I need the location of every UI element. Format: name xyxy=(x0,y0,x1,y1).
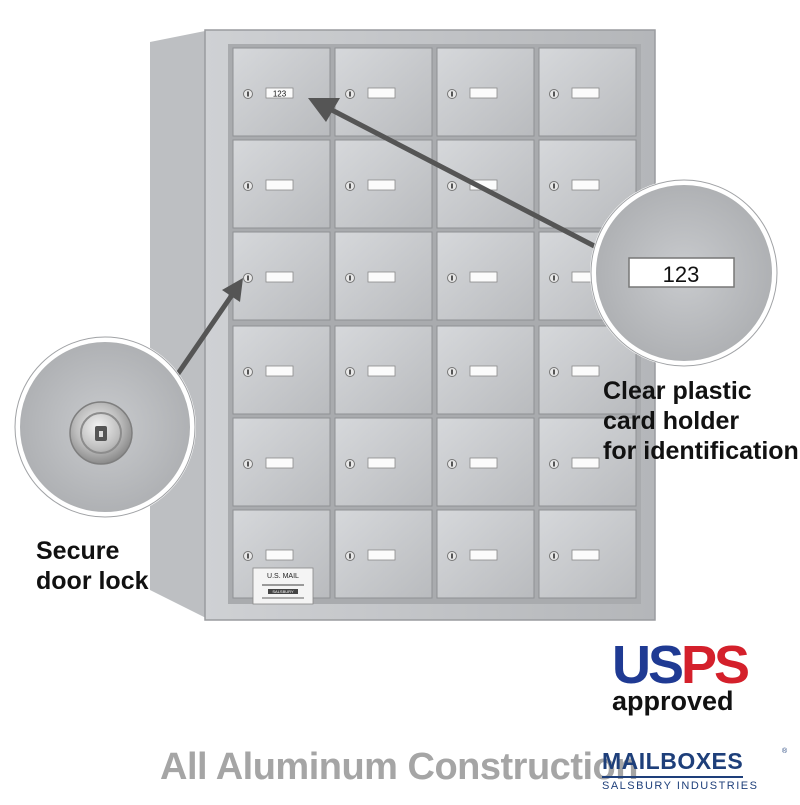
card-holder xyxy=(469,87,498,99)
compartment-door xyxy=(538,509,637,599)
housing-side xyxy=(150,30,210,620)
card-holder xyxy=(469,549,498,561)
compartment-door xyxy=(538,417,637,507)
mailboxes-brand-logo: MAILBOXES ® SALSBURY INDUSTRIES xyxy=(602,748,792,792)
card-holder xyxy=(367,457,396,469)
brand-subtitle: SALSBURY INDUSTRIES xyxy=(602,780,759,792)
card-holder xyxy=(571,87,600,99)
card-holder-zoom-number: 123 xyxy=(663,262,700,287)
compartment-door xyxy=(436,47,535,137)
compartment-door xyxy=(334,417,433,507)
card-holder xyxy=(367,179,396,191)
us-mail-tag-brand: SALSBURY xyxy=(272,589,294,594)
compartment-door xyxy=(232,139,331,229)
card-holder xyxy=(571,179,600,191)
lock-caption: Secure door lock xyxy=(36,536,196,596)
card-holder-caption-line: card holder xyxy=(603,407,740,435)
lock-zoom-callout xyxy=(14,336,196,518)
card-holder xyxy=(367,87,396,99)
brand-trademark: ® xyxy=(782,748,788,755)
usps-approved-text: approved xyxy=(612,686,734,716)
card-holder-zoomed xyxy=(628,257,735,288)
compartment-door xyxy=(538,47,637,137)
card-holder xyxy=(367,549,396,561)
lock-arrowhead xyxy=(222,278,243,302)
card-holder xyxy=(265,549,294,561)
usps-approved-logo: USPS approved xyxy=(612,635,762,720)
compartment-door xyxy=(436,231,535,321)
compartment-door xyxy=(334,231,433,321)
compartment-door xyxy=(436,509,535,599)
card-holder xyxy=(265,87,294,99)
construction-tagline: All Aluminum Construction xyxy=(160,746,638,788)
card-holder xyxy=(571,549,600,561)
usps-word-part1: US xyxy=(612,635,684,695)
card-holder xyxy=(469,457,498,469)
card-holder xyxy=(571,365,600,377)
compartment-doors: 123 xyxy=(232,47,637,599)
callout-arrows xyxy=(172,98,604,380)
card-holder xyxy=(265,179,294,191)
compartment-door: 123 xyxy=(232,47,331,137)
brand-name: MAILBOXES xyxy=(602,748,744,778)
card-holder-caption-line: Clear plastic xyxy=(603,377,752,405)
card-holder-zoom-callout: 123 xyxy=(590,179,778,367)
lock-arrow xyxy=(172,293,235,380)
card-holder-caption-line: for identification xyxy=(603,437,799,465)
usps-wordmark: USPS xyxy=(612,634,750,696)
us-mail-tag-title: U.S. MAIL xyxy=(267,573,299,580)
card-holder-arrowhead xyxy=(308,98,340,122)
card-holder xyxy=(469,365,498,377)
card-holder xyxy=(265,271,294,283)
card-holder-caption: Clear plastic card holder for identifica… xyxy=(603,376,800,466)
compartment-door xyxy=(232,417,331,507)
compartment-door xyxy=(334,509,433,599)
compartment-door xyxy=(334,325,433,415)
us-mail-tag: U.S. MAIL SALSBURY xyxy=(252,567,314,605)
compartment-door xyxy=(436,325,535,415)
card-holder xyxy=(571,457,600,469)
lock-caption-line: door lock xyxy=(36,567,149,595)
card-holder xyxy=(265,457,294,469)
card-holder xyxy=(265,365,294,377)
usps-word-part2: PS xyxy=(681,635,750,695)
compartment-door xyxy=(232,231,331,321)
compartment-door xyxy=(334,47,433,137)
card-holder xyxy=(469,271,498,283)
card-holder-arrow xyxy=(326,105,604,253)
compartment-door xyxy=(436,139,535,229)
compartment-door xyxy=(436,417,535,507)
lock-caption-line: Secure xyxy=(36,537,120,565)
compartment-door xyxy=(232,325,331,415)
card-holder xyxy=(367,271,396,283)
door-number-label: 123 xyxy=(273,90,287,99)
card-holder xyxy=(367,365,396,377)
compartment-door xyxy=(232,509,331,599)
